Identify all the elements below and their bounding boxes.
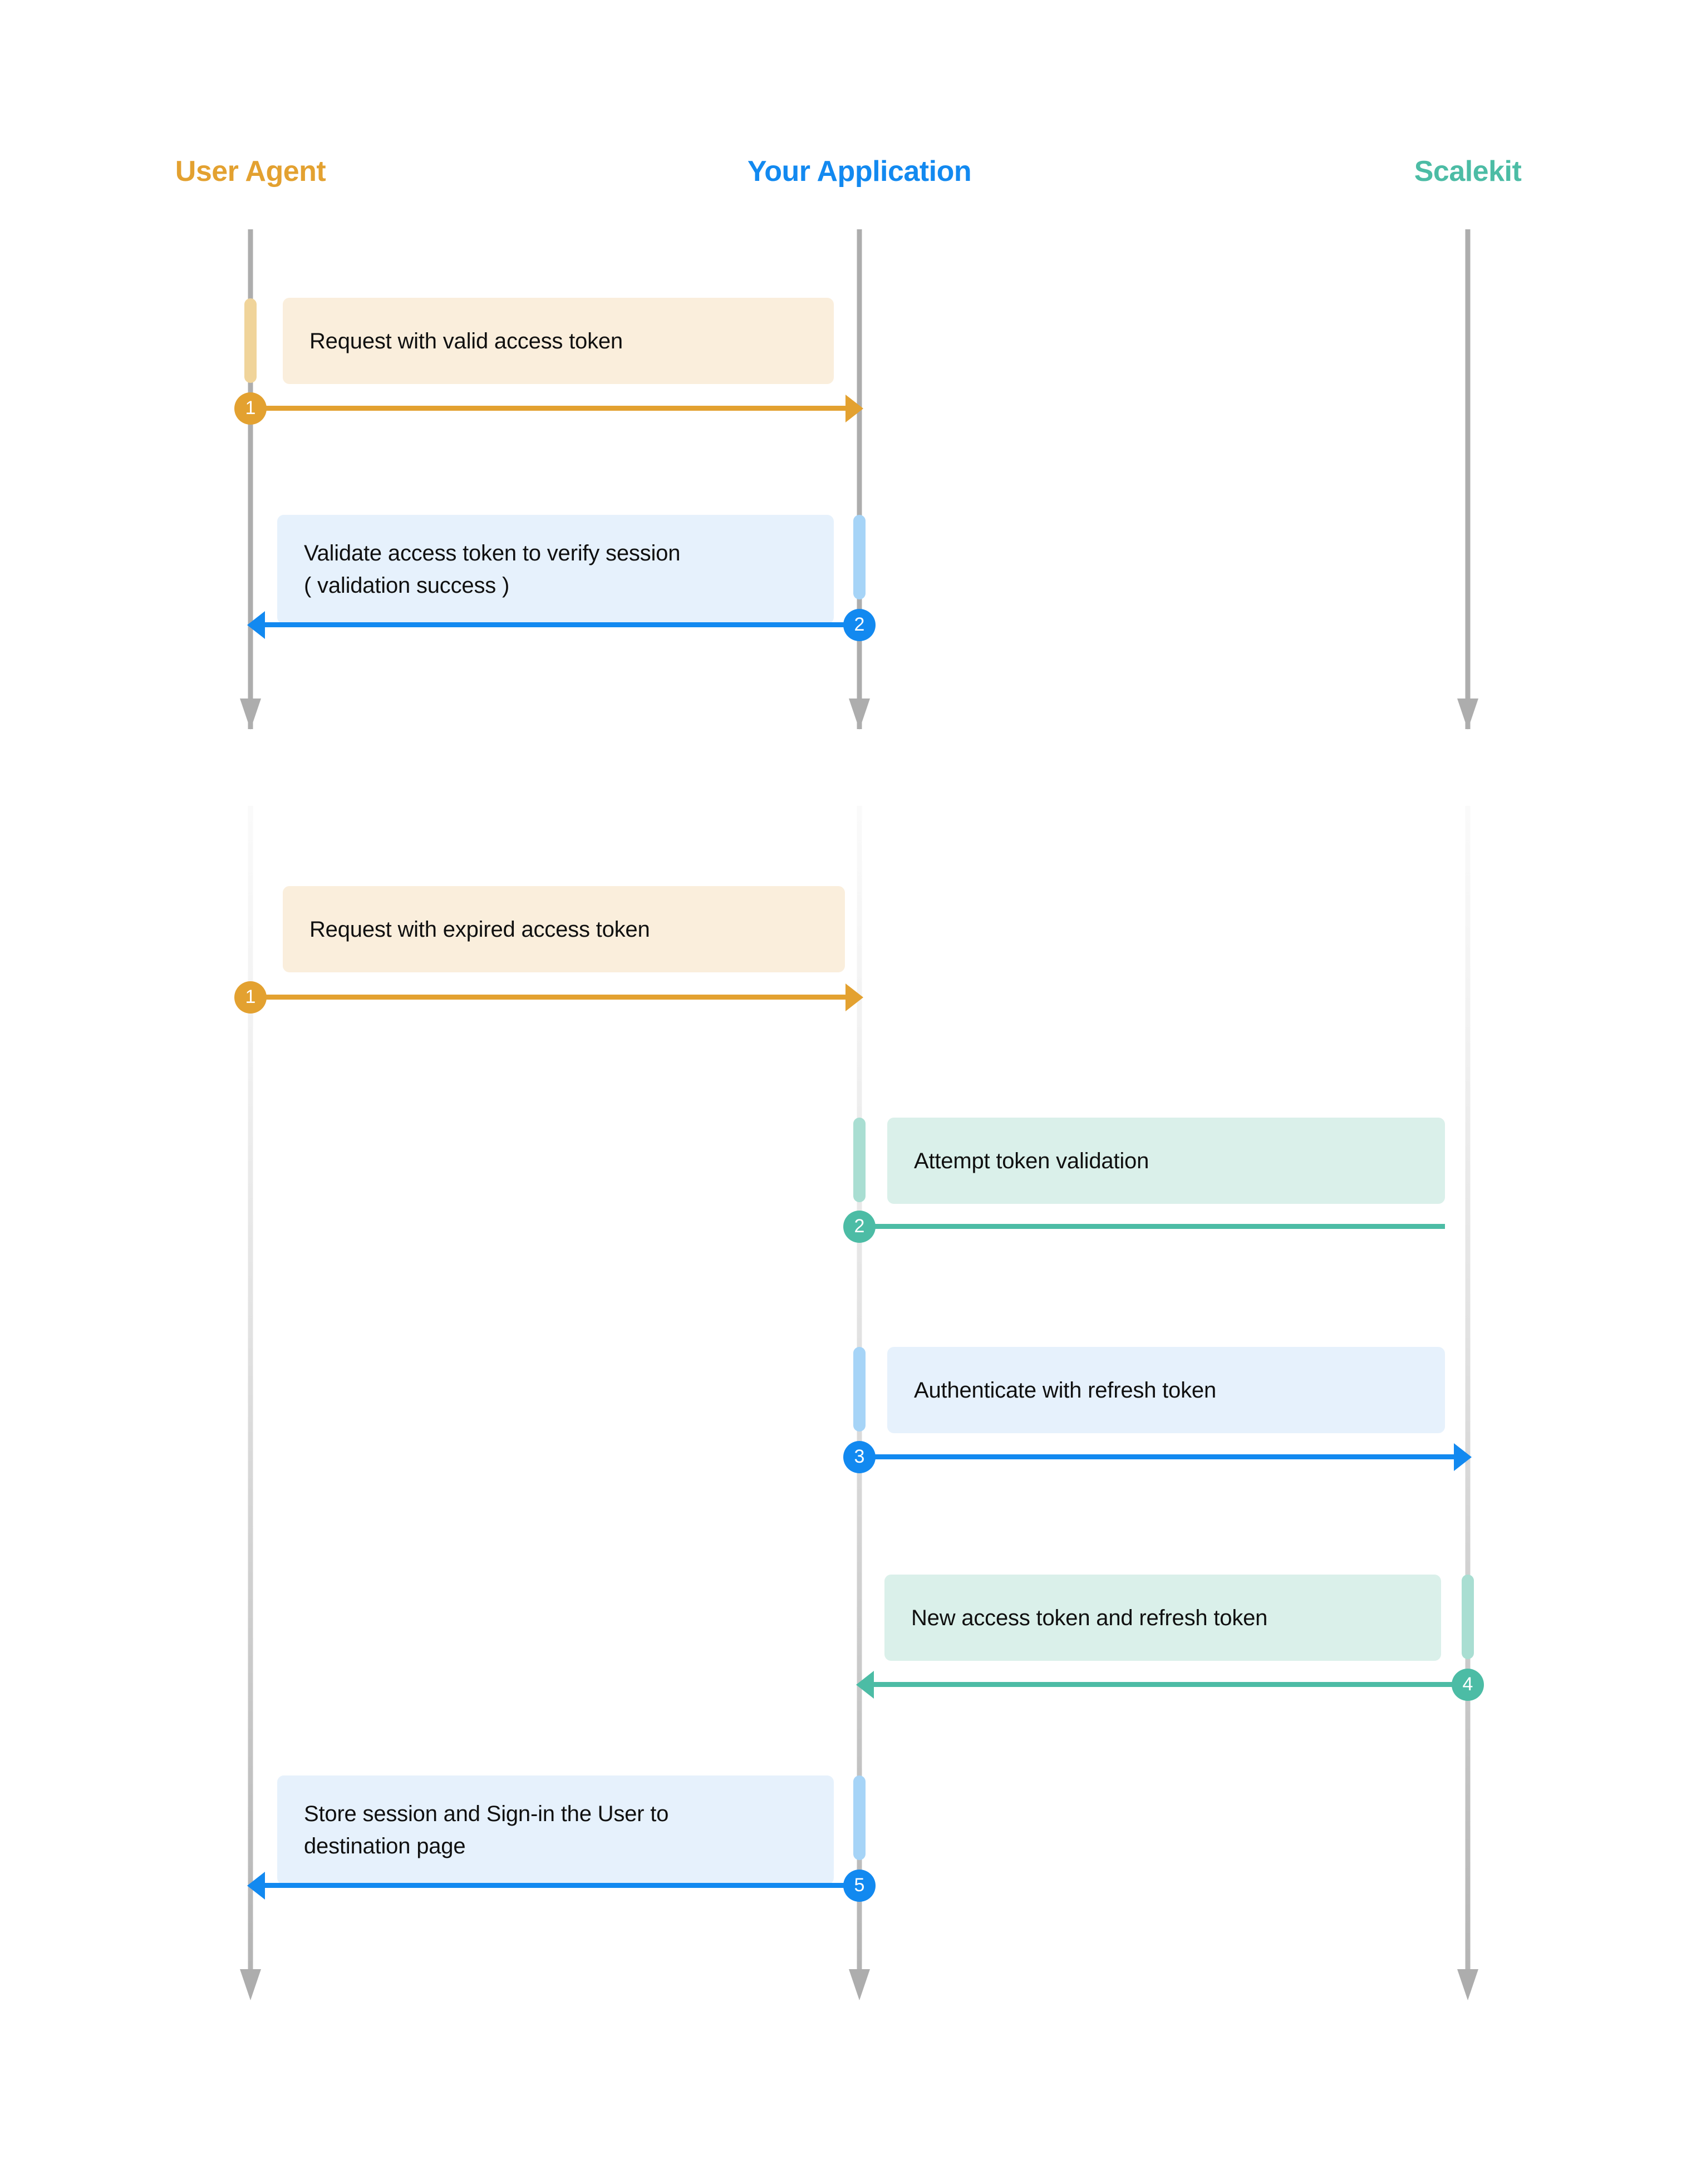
note-text: Request with expired access token (309, 917, 650, 942)
message-arrowhead-left-icon (247, 611, 265, 639)
message-arrow-line (859, 1224, 1445, 1229)
step-badge: 2 (843, 609, 876, 641)
lifeline-end-arrow-icon (849, 699, 870, 730)
message-arrowhead-right-icon (845, 983, 863, 1011)
lifeline-end-arrow-icon (240, 699, 261, 730)
activation-bar-your-application-s2m5 (853, 1775, 866, 1860)
message-arrow-line (859, 1454, 1454, 1459)
step-badge-number: 2 (854, 1216, 865, 1237)
lifeline-scalekit-s2 (1465, 806, 1471, 1969)
activation-bar-your-application-s2m2 (853, 1118, 866, 1202)
participant-header-user-agent: User Agent (175, 155, 326, 188)
message-arrowhead-right-icon (1454, 1443, 1472, 1471)
message-arrowhead-right-icon (845, 395, 863, 422)
step-badge-number: 1 (245, 986, 256, 1007)
lifeline-end-arrow-icon (1457, 699, 1478, 730)
message-arrow-line (250, 995, 845, 1000)
note-box: Attempt token validation (887, 1118, 1445, 1204)
activation-bar-user-agent-s1m1 (244, 298, 257, 383)
note-box: Store session and Sign-in the User to de… (277, 1775, 834, 1885)
step-badge-number: 2 (854, 614, 865, 635)
message-arrow-line (265, 622, 859, 627)
step-badge: 4 (1452, 1669, 1484, 1701)
lifeline-end-arrow-icon (849, 1969, 870, 2000)
message-arrow-line (250, 406, 845, 411)
message-arrowhead-left-icon (247, 1872, 265, 1900)
lifeline-user-agent-s1 (248, 229, 253, 729)
note-box: Validate access token to verify session … (277, 515, 834, 624)
step-badge-number: 1 (245, 397, 256, 419)
step-badge-number: 4 (1462, 1674, 1473, 1695)
step-badge-number: 3 (854, 1446, 865, 1467)
lifeline-end-arrow-icon (240, 1969, 261, 2000)
message-arrow-line (874, 1682, 1468, 1687)
lifeline-your-application-s1 (857, 229, 862, 729)
lifeline-scalekit-s1 (1465, 229, 1471, 729)
activation-bar-your-application-s2m3 (853, 1347, 866, 1432)
step-badge: 1 (234, 392, 267, 425)
note-box: Authenticate with refresh token (887, 1347, 1445, 1433)
message-arrowhead-left-icon (856, 1671, 874, 1699)
note-text: Authenticate with refresh token (914, 1378, 1216, 1403)
step-badge: 1 (234, 981, 267, 1014)
lifeline-user-agent-s2 (248, 806, 253, 1969)
note-text: Validate access token to verify session … (304, 541, 681, 598)
note-text: Attempt token validation (914, 1148, 1149, 1173)
note-box: Request with valid access token (283, 298, 834, 384)
note-text: Store session and Sign-in the User to de… (304, 1802, 669, 1858)
activation-bar-your-application-s1m2 (853, 515, 866, 599)
note-box: New access token and refresh token (884, 1575, 1441, 1661)
note-box: Request with expired access token (283, 886, 845, 972)
participant-header-scalekit: Scalekit (1414, 155, 1522, 188)
step-badge: 2 (843, 1211, 876, 1243)
message-arrow-line (265, 1883, 859, 1888)
lifeline-end-arrow-icon (1457, 1969, 1478, 2000)
step-badge: 3 (843, 1441, 876, 1473)
activation-bar-scalekit-s2m4 (1462, 1575, 1474, 1659)
step-badge-number: 5 (854, 1875, 865, 1896)
note-text: Request with valid access token (309, 328, 623, 353)
step-badge: 5 (843, 1870, 876, 1902)
note-text: New access token and refresh token (911, 1605, 1268, 1630)
participant-header-your-application: Your Application (747, 155, 972, 188)
